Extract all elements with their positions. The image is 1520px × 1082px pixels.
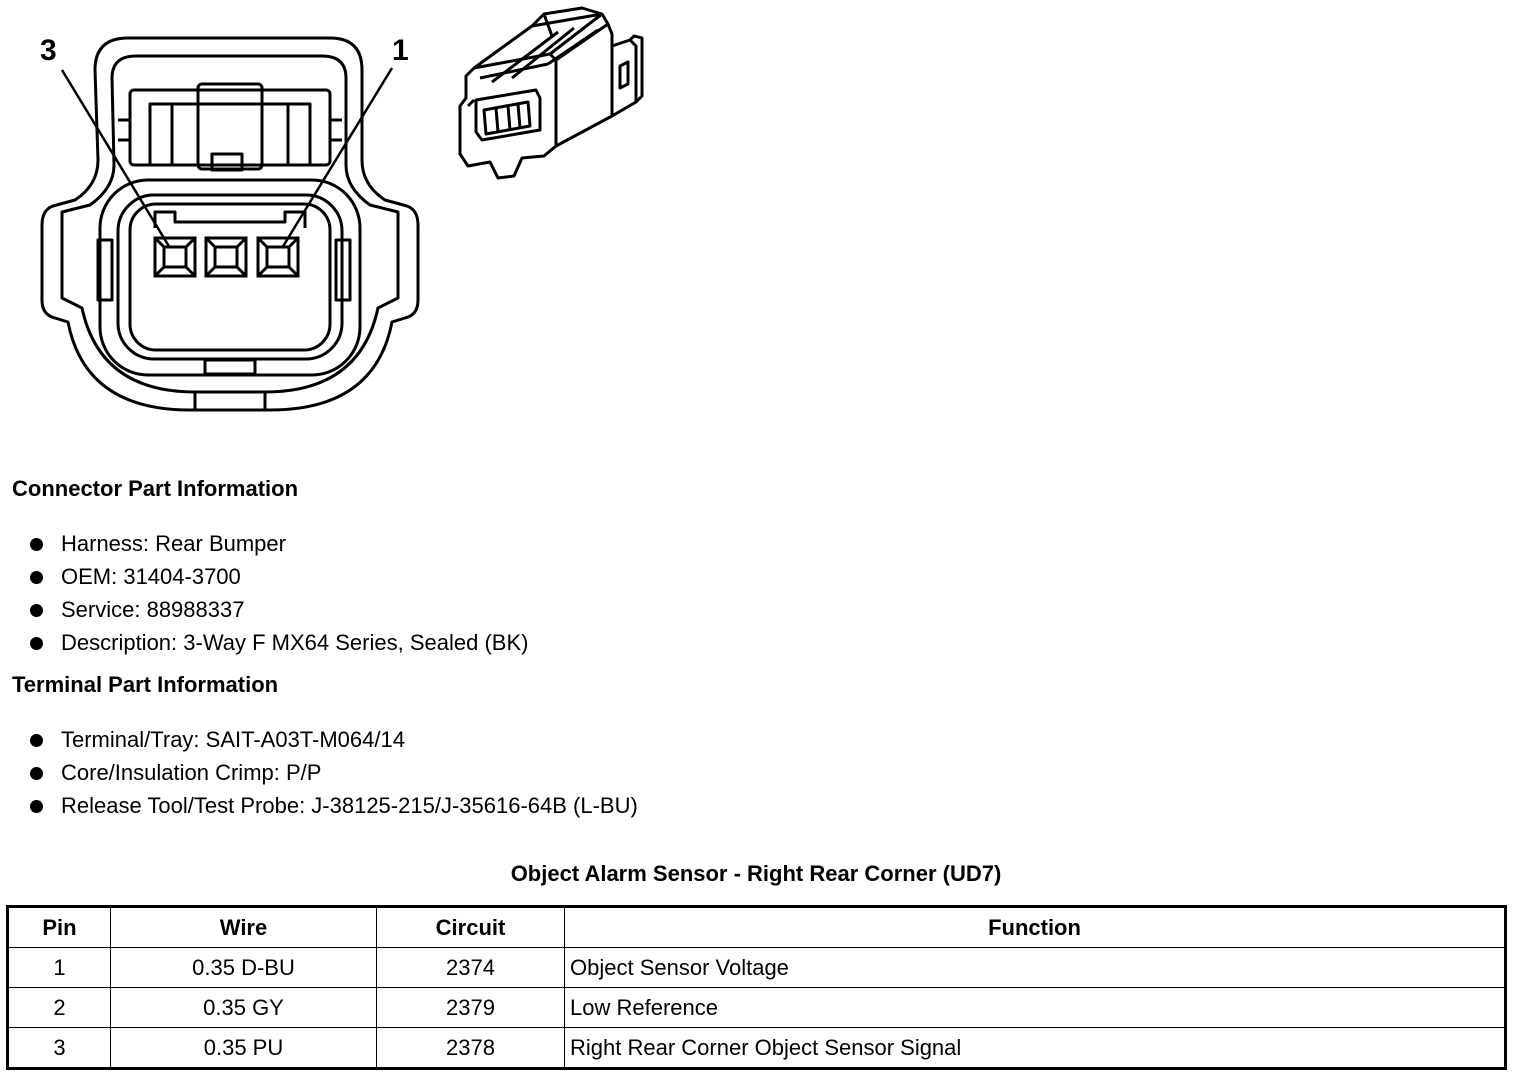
list-item: Description: 3-Way F MX64 Series, Sealed… (30, 629, 528, 662)
list-item-text: Description: 3-Way F MX64 Series, Sealed… (61, 630, 529, 655)
list-item: Harness: Rear Bumper (30, 530, 528, 563)
leader-line-pin-1 (280, 67, 394, 249)
cell-pin: 2 (7, 987, 111, 1028)
terminal-cavity-3 (153, 236, 197, 278)
connector-part-info-list: Harness: Rear Bumper OEM: 31404-3700 Ser… (30, 530, 528, 662)
list-item-text: Service: 88988337 (61, 597, 245, 622)
bullet-icon (30, 571, 43, 584)
cell-wire: 0.35 PU (110, 1027, 377, 1069)
list-item: Release Tool/Test Probe: J-38125-215/J-3… (30, 792, 638, 825)
column-header-circuit: Circuit (376, 906, 565, 948)
bullet-icon (30, 800, 43, 813)
column-header-function: Function (564, 906, 1506, 948)
table-row: 1 0.35 D-BU 2374 Object Sensor Voltage (7, 947, 1506, 988)
cell-function: Right Rear Corner Object Sensor Signal (564, 1027, 1506, 1069)
table-title: Object Alarm Sensor - Right Rear Corner … (510, 861, 1002, 886)
connector-isometric-view (458, 6, 644, 180)
list-item: OEM: 31404-3700 (30, 563, 528, 596)
table-header-row: Pin Wire Circuit Function (7, 906, 1506, 948)
terminal-part-info-heading: Terminal Part Information (12, 672, 279, 697)
connector-face-diagram: 3 1 (40, 34, 420, 412)
bullet-icon (30, 767, 43, 780)
connector-inner-shell (60, 54, 400, 394)
list-item-text: Core/Insulation Crimp: P/P (61, 760, 322, 785)
bullet-icon (30, 637, 43, 650)
bullet-icon (30, 734, 43, 747)
bullet-icon (30, 538, 43, 551)
list-item-text: Terminal/Tray: SAIT-A03T-M064/14 (61, 727, 405, 752)
connector-part-info-heading: Connector Part Information (12, 476, 299, 501)
terminal-cavity-1 (256, 236, 300, 278)
cell-function: Object Sensor Voltage (564, 947, 1506, 988)
cell-circuit: 2379 (376, 987, 565, 1028)
list-item-text: Harness: Rear Bumper (61, 531, 286, 556)
list-item: Service: 88988337 (30, 596, 528, 629)
cell-function: Low Reference (564, 987, 1506, 1028)
leader-line-pin-3 (60, 69, 172, 249)
column-header-wire: Wire (110, 906, 377, 948)
cell-circuit: 2374 (376, 947, 565, 988)
bullet-icon (30, 604, 43, 617)
list-item: Core/Insulation Crimp: P/P (30, 759, 638, 792)
connector-outer-shell (40, 36, 420, 412)
cell-pin: 3 (7, 1027, 111, 1069)
column-header-pin: Pin (7, 906, 111, 948)
list-item-text: Release Tool/Test Probe: J-38125-215/J-3… (61, 793, 638, 818)
pin-label-3: 3 (40, 34, 57, 67)
table-row: 3 0.35 PU 2378 Right Rear Corner Object … (7, 1027, 1506, 1069)
list-item-text: OEM: 31404-3700 (61, 564, 241, 589)
cell-wire: 0.35 GY (110, 987, 377, 1028)
table-row: 2 0.35 GY 2379 Low Reference (7, 987, 1506, 1028)
pin-label-1: 1 (392, 34, 409, 67)
cell-pin: 1 (7, 947, 111, 988)
terminal-cavity-2 (204, 236, 248, 278)
cell-circuit: 2378 (376, 1027, 565, 1069)
terminal-part-info-list: Terminal/Tray: SAIT-A03T-M064/14 Core/In… (30, 726, 638, 825)
list-item: Terminal/Tray: SAIT-A03T-M064/14 (30, 726, 638, 759)
pinout-table: Pin Wire Circuit Function 1 0.35 D-BU 23… (6, 905, 1507, 1070)
cell-wire: 0.35 D-BU (110, 947, 377, 988)
